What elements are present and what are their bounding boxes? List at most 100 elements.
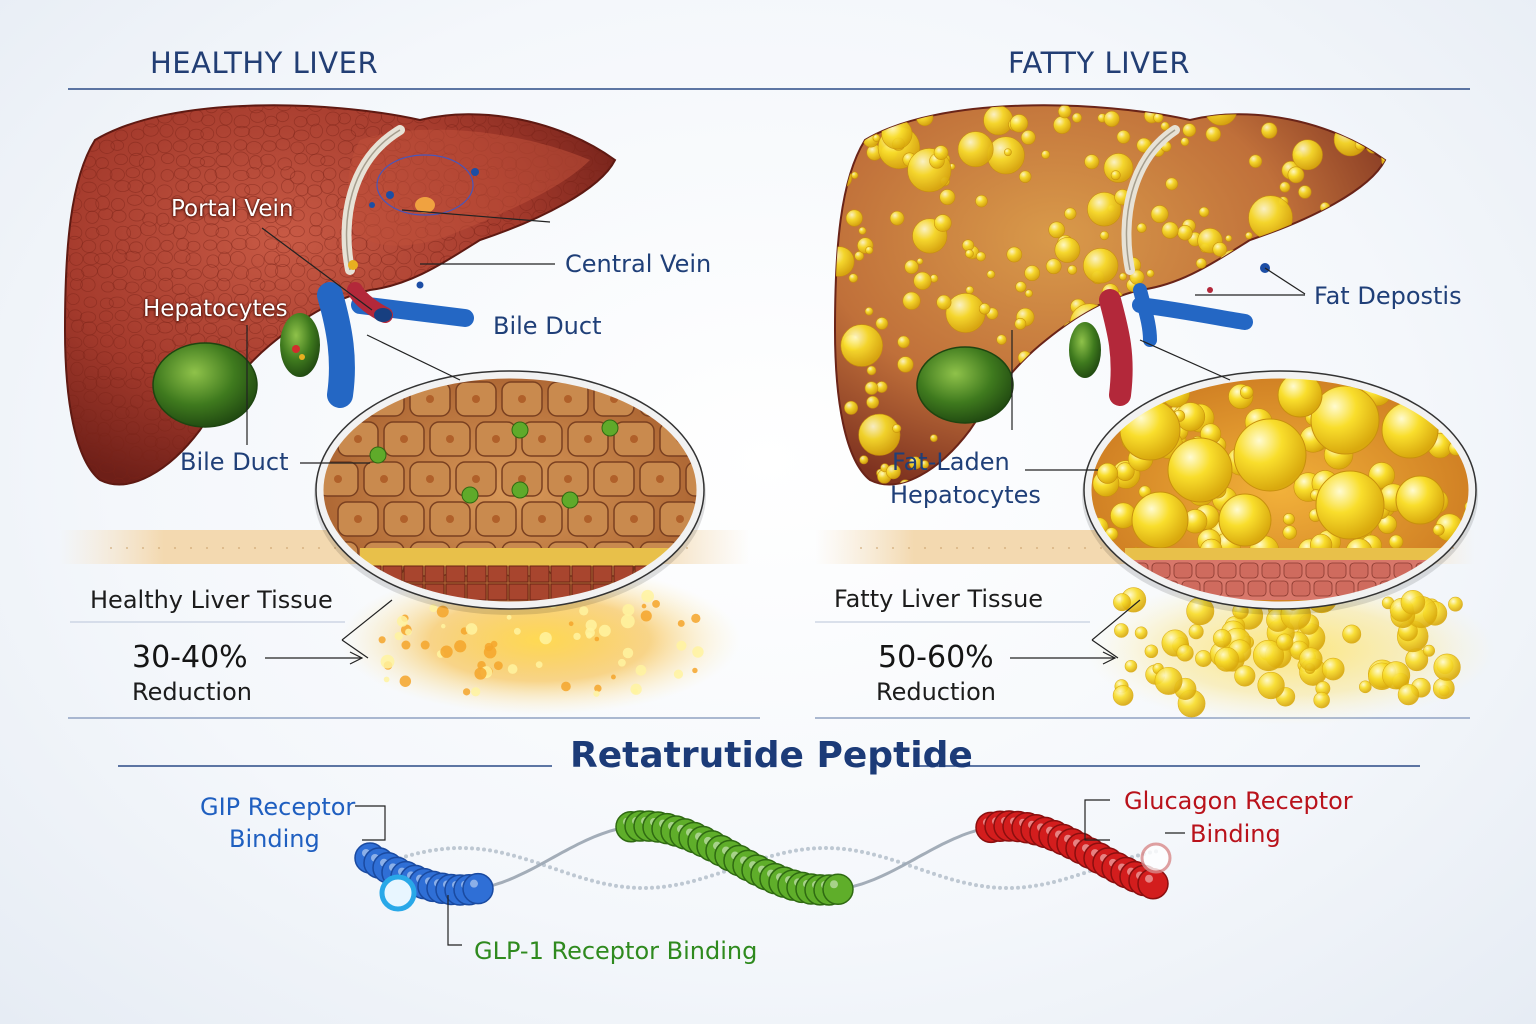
- tissue-cell-block: [1195, 562, 1215, 579]
- fat-droplet: [908, 456, 922, 470]
- liver-texture-cell: [188, 208, 205, 221]
- liver-texture-cell: [214, 165, 231, 180]
- liver-texture-cell: [589, 347, 605, 362]
- liver-texture-cell: [320, 179, 335, 194]
- fat-droplet: [1024, 265, 1041, 282]
- cell-nucleus: [492, 515, 500, 523]
- backbone-node: [620, 884, 624, 889]
- liver-texture-cell: [610, 280, 615, 294]
- liver-texture-cell: [264, 238, 280, 250]
- peptide-title: Retatrutide Peptide: [570, 735, 973, 776]
- liver-texture-cell: [175, 105, 189, 110]
- fat-droplet: [1296, 319, 1308, 331]
- liver-texture-cell: [398, 363, 415, 376]
- liver-texture-cell: [400, 338, 414, 350]
- fat-droplet: [885, 464, 901, 480]
- liver-texture-cell: [352, 321, 367, 336]
- glow-particle: [622, 647, 634, 659]
- liver-texture-cell: [215, 153, 232, 168]
- backbone-node: [404, 854, 408, 859]
- liver-texture-cell: [261, 181, 278, 195]
- bile-duct-label-right: Bile Duct: [493, 312, 602, 340]
- fat-droplet: [915, 108, 934, 127]
- cell-nucleus: [400, 435, 408, 443]
- tissue-cell-block: [1313, 580, 1333, 597]
- tissue-cell-block: [1217, 562, 1237, 579]
- liver-texture-cell: [114, 129, 128, 142]
- backbone-node: [920, 867, 924, 872]
- fat-droplet: [1182, 123, 1197, 137]
- liver-texture-cell: [67, 493, 82, 506]
- glow-particle: [673, 669, 684, 679]
- liver-texture-cell: [487, 267, 502, 280]
- cell-nucleus: [722, 435, 730, 443]
- backbone-node: [494, 849, 498, 854]
- liver-texture-cell: [65, 451, 69, 463]
- liver-texture-cell: [263, 406, 278, 418]
- fat-droplet: [844, 400, 858, 415]
- liver-texture-cell: [160, 105, 175, 114]
- fat-droplet: [1177, 225, 1193, 241]
- liver-texture-cell: [290, 463, 305, 477]
- liver-texture-cell: [290, 141, 305, 155]
- fat-droplet: [1303, 293, 1313, 302]
- liver-texture-cell: [473, 282, 488, 295]
- fat-droplet: [916, 257, 924, 265]
- liver-texture-cell: [290, 170, 306, 185]
- liver-texture-cell: [294, 105, 311, 112]
- liver-texture-cell: [142, 309, 159, 324]
- fat-droplet: [1150, 205, 1169, 224]
- liver-texture-cell: [100, 334, 114, 348]
- fat-droplet: [1001, 432, 1010, 440]
- liver-texture-cell: [81, 493, 94, 505]
- fat-droplet: [1375, 221, 1385, 251]
- fat-droplet: [945, 292, 986, 333]
- backbone-node: [782, 850, 786, 855]
- fat-droplet: [1242, 264, 1260, 282]
- liver-texture-cell: [261, 196, 278, 210]
- liver-texture-cell: [245, 267, 262, 282]
- liver-texture-cell: [65, 436, 66, 448]
- glow-particle: [622, 603, 635, 616]
- fat-droplet: [835, 246, 855, 277]
- tissue-brick: [424, 565, 445, 583]
- liver-texture-cell: [275, 138, 291, 151]
- liver-texture-cell: [85, 420, 100, 435]
- liver-texture-cell: [561, 294, 575, 308]
- liver-texture-cell: [186, 240, 201, 252]
- cell-nucleus: [334, 475, 342, 483]
- glow-particle: [691, 613, 701, 624]
- fat-droplet: [1045, 258, 1062, 275]
- liver-texture-cell: [216, 268, 233, 282]
- glow-particle: [383, 676, 390, 683]
- liver-texture-cell: [276, 105, 292, 112]
- liver-texture-cell: [428, 351, 444, 367]
- liver-texture-cell: [202, 323, 218, 335]
- fat-globule-large: [1310, 385, 1380, 455]
- liver-texture-cell: [355, 252, 371, 264]
- liver-texture-cell: [516, 281, 530, 295]
- liver-texture-cell: [230, 251, 246, 266]
- glow-particle: [610, 674, 616, 680]
- liver-texture-cell: [65, 196, 69, 211]
- hepatocyte-cell: [685, 461, 700, 497]
- liver-texture-cell: [65, 168, 80, 181]
- liver-texture-cell: [264, 376, 280, 392]
- liver-texture-cell: [306, 184, 323, 197]
- liver-texture-cell: [382, 265, 396, 281]
- fat-droplet: [1018, 170, 1032, 183]
- fat-droplet: [856, 479, 875, 485]
- liver-texture-cell: [51, 280, 64, 291]
- liver-texture-cell: [65, 182, 69, 197]
- fat-globule-glow: [1188, 624, 1204, 640]
- backbone-node: [776, 852, 780, 857]
- fat-globule-small: [1097, 462, 1118, 484]
- liver-texture-cell: [65, 324, 66, 339]
- fat-droplet: [1050, 408, 1058, 416]
- fat-droplet: [1053, 115, 1072, 134]
- liver-texture-cell: [261, 165, 275, 179]
- liver-texture-cell: [262, 208, 279, 224]
- liver-texture-cell: [94, 110, 112, 126]
- liver-texture-cell: [170, 474, 186, 485]
- backbone-node: [518, 855, 522, 860]
